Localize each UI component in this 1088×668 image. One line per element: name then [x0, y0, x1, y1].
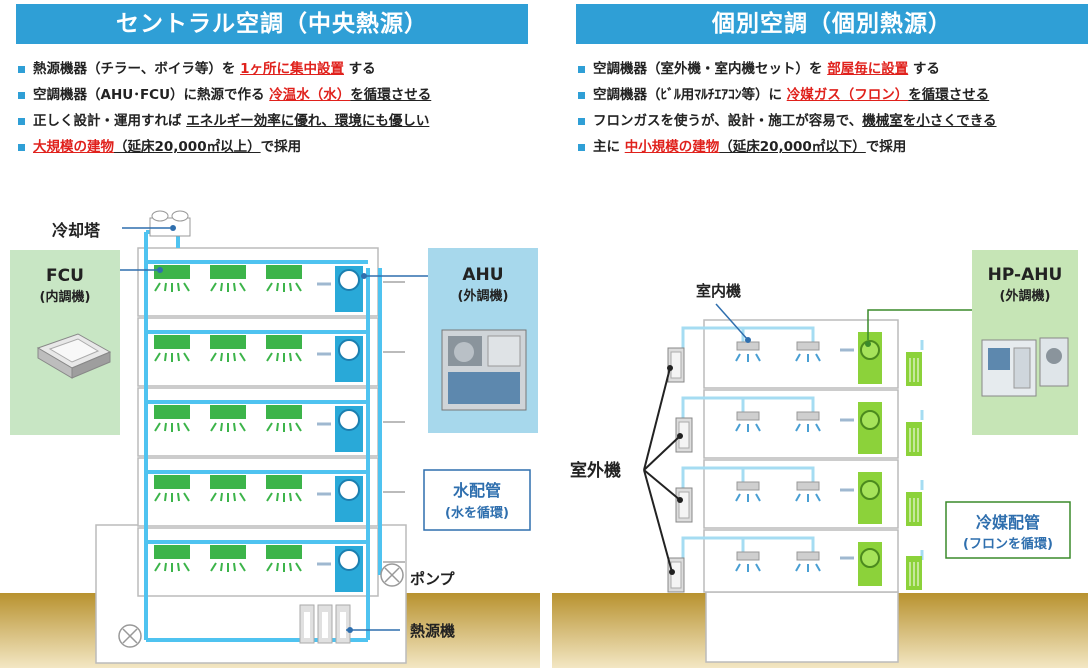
central-ac-bullets: 熱源機器（チラー、ボイラ等）を 1ヶ所に集中設置 する空調機器（AHU･FCU）…	[18, 56, 558, 160]
bullet-text: 冷温水（水）	[269, 87, 351, 103]
bullet-text: で採用	[865, 139, 907, 155]
bullet-text: する	[343, 61, 376, 77]
bullet-square-icon	[578, 91, 585, 99]
bullet-text: 1ヶ所に集中設置	[240, 61, 344, 77]
central-ac-bullet: 大規模の建物（延床20,000㎡以上）で採用	[18, 134, 558, 160]
ahu-photo	[441, 329, 527, 411]
individual-ac-bullet: 主に 中小規模の建物（延床20,000㎡以下）で採用	[578, 134, 1088, 160]
refrigerant-pipe-sub-label: (フロンを循環)	[963, 536, 1053, 552]
bullet-text: 大規模の建物	[33, 139, 114, 155]
bullet-text: （延床20,000㎡以上）	[114, 139, 261, 155]
bullet-text: 中小規模の建物	[624, 139, 720, 155]
bullet-square-icon	[18, 65, 25, 73]
water-pipe-label: 水配管	[453, 481, 501, 500]
hp-ahu-photo	[981, 337, 1069, 397]
pump-icon	[118, 624, 142, 648]
ahu-sub-label: (外調機)	[458, 288, 509, 304]
hp-ahu-label: HP-AHU	[988, 265, 1063, 285]
individual-ac-banner: 個別空調（個別熱源）	[576, 4, 1088, 44]
basement-right	[705, 591, 899, 663]
central-ac-bullet: 空調機器（AHU･FCU）に熱源で作る 冷温水（水）を循環させる	[18, 82, 558, 108]
heat-source-label: 熱源機	[410, 622, 455, 640]
water-pipe-label-box	[423, 469, 531, 531]
central-ac-bullet: 熱源機器（チラー、ボイラ等）を 1ヶ所に集中設置 する	[18, 56, 558, 82]
bullet-square-icon	[578, 117, 585, 125]
bullet-text: エネルギー効率に優れ、環境にも優しい	[186, 113, 430, 129]
fcu-photo	[36, 333, 112, 379]
bullet-text: で採用	[260, 139, 302, 155]
bullet-text: 部屋毎に設置	[827, 61, 909, 77]
ahu-label: AHU	[462, 265, 503, 285]
bullet-text: を循環させる	[908, 87, 990, 103]
heat-source-unit	[299, 604, 351, 644]
individual-ac-bullet: フロンガスを使うが、設計・施工が容易で、機械室を小さくできる	[578, 108, 1088, 134]
outside-air-ducts	[383, 281, 405, 563]
bullet-square-icon	[18, 117, 25, 125]
refrigerant-pipe-label: 冷媒配管	[976, 513, 1040, 532]
central-ac-banner: セントラル空調（中央熱源）	[16, 4, 528, 44]
bullet-text: 冷媒ガス（フロン）	[786, 87, 909, 103]
hp-ahu-units	[840, 332, 922, 590]
refrigerant-pipe-label-box	[945, 501, 1071, 559]
outdoor-unit-label: 室外機	[570, 460, 621, 481]
water-pipe-sub-label: (水を循環)	[445, 505, 509, 521]
bullet-square-icon	[18, 143, 25, 151]
individual-ac-bullet: 空調機器（室外機・室内機セット）を 部屋毎に設置 する	[578, 56, 1088, 82]
bullet-text: を循環させる	[350, 87, 432, 103]
bullet-text: フロンガスを使うが、設計・施工が容易で、	[593, 113, 863, 129]
bullet-square-icon	[18, 91, 25, 99]
refrigerant-pipes	[681, 326, 924, 560]
bullet-square-icon	[578, 65, 585, 73]
ahu-units	[317, 266, 363, 592]
fcu-label: FCU	[46, 266, 84, 286]
bullet-text: 空調機器（ﾋﾞﾙ用ﾏﾙﾁｴｱｺﾝ等）に	[593, 87, 787, 103]
bullet-text: 空調機器（AHU･FCU）に熱源で作る	[33, 87, 270, 103]
individual-ac-bullets: 空調機器（室外機・室内機セット）を 部屋毎に設置 する空調機器（ﾋﾞﾙ用ﾏﾙﾁｴ…	[578, 56, 1088, 160]
individual-ac-bullet: 空調機器（ﾋﾞﾙ用ﾏﾙﾁｴｱｺﾝ等）に 冷媒ガス（フロン）を循環させる	[578, 82, 1088, 108]
bullet-text: 正しく設計・運用すれば	[33, 113, 187, 129]
cooling-tower-label: 冷却塔	[52, 221, 101, 240]
cooling-tower	[149, 210, 191, 237]
fcu-sub-label: (内調機)	[40, 289, 91, 305]
bullet-text: 機械室を小さくできる	[862, 113, 997, 129]
indoor-unit-label: 室内機	[696, 282, 741, 300]
hp-ahu-sub-label: (外調機)	[1000, 288, 1051, 304]
bullet-square-icon	[578, 143, 585, 151]
bullet-text: 空調機器（室外機・室内機セット）を	[593, 61, 828, 77]
central-ac-bullet: 正しく設計・運用すれば エネルギー効率に優れ、環境にも優しい	[18, 108, 558, 134]
bullet-text: する	[908, 61, 940, 77]
outdoor-unit-pointers	[643, 367, 681, 573]
bullet-text: （延床20,000㎡以下）	[719, 139, 866, 155]
pump-label: ポンプ	[410, 570, 456, 588]
bullet-text: 主に	[593, 139, 625, 155]
bullet-text: 熱源機器（チラー、ボイラ等）を	[33, 61, 241, 77]
outdoor-units	[667, 347, 693, 593]
pump-icon	[380, 563, 404, 587]
